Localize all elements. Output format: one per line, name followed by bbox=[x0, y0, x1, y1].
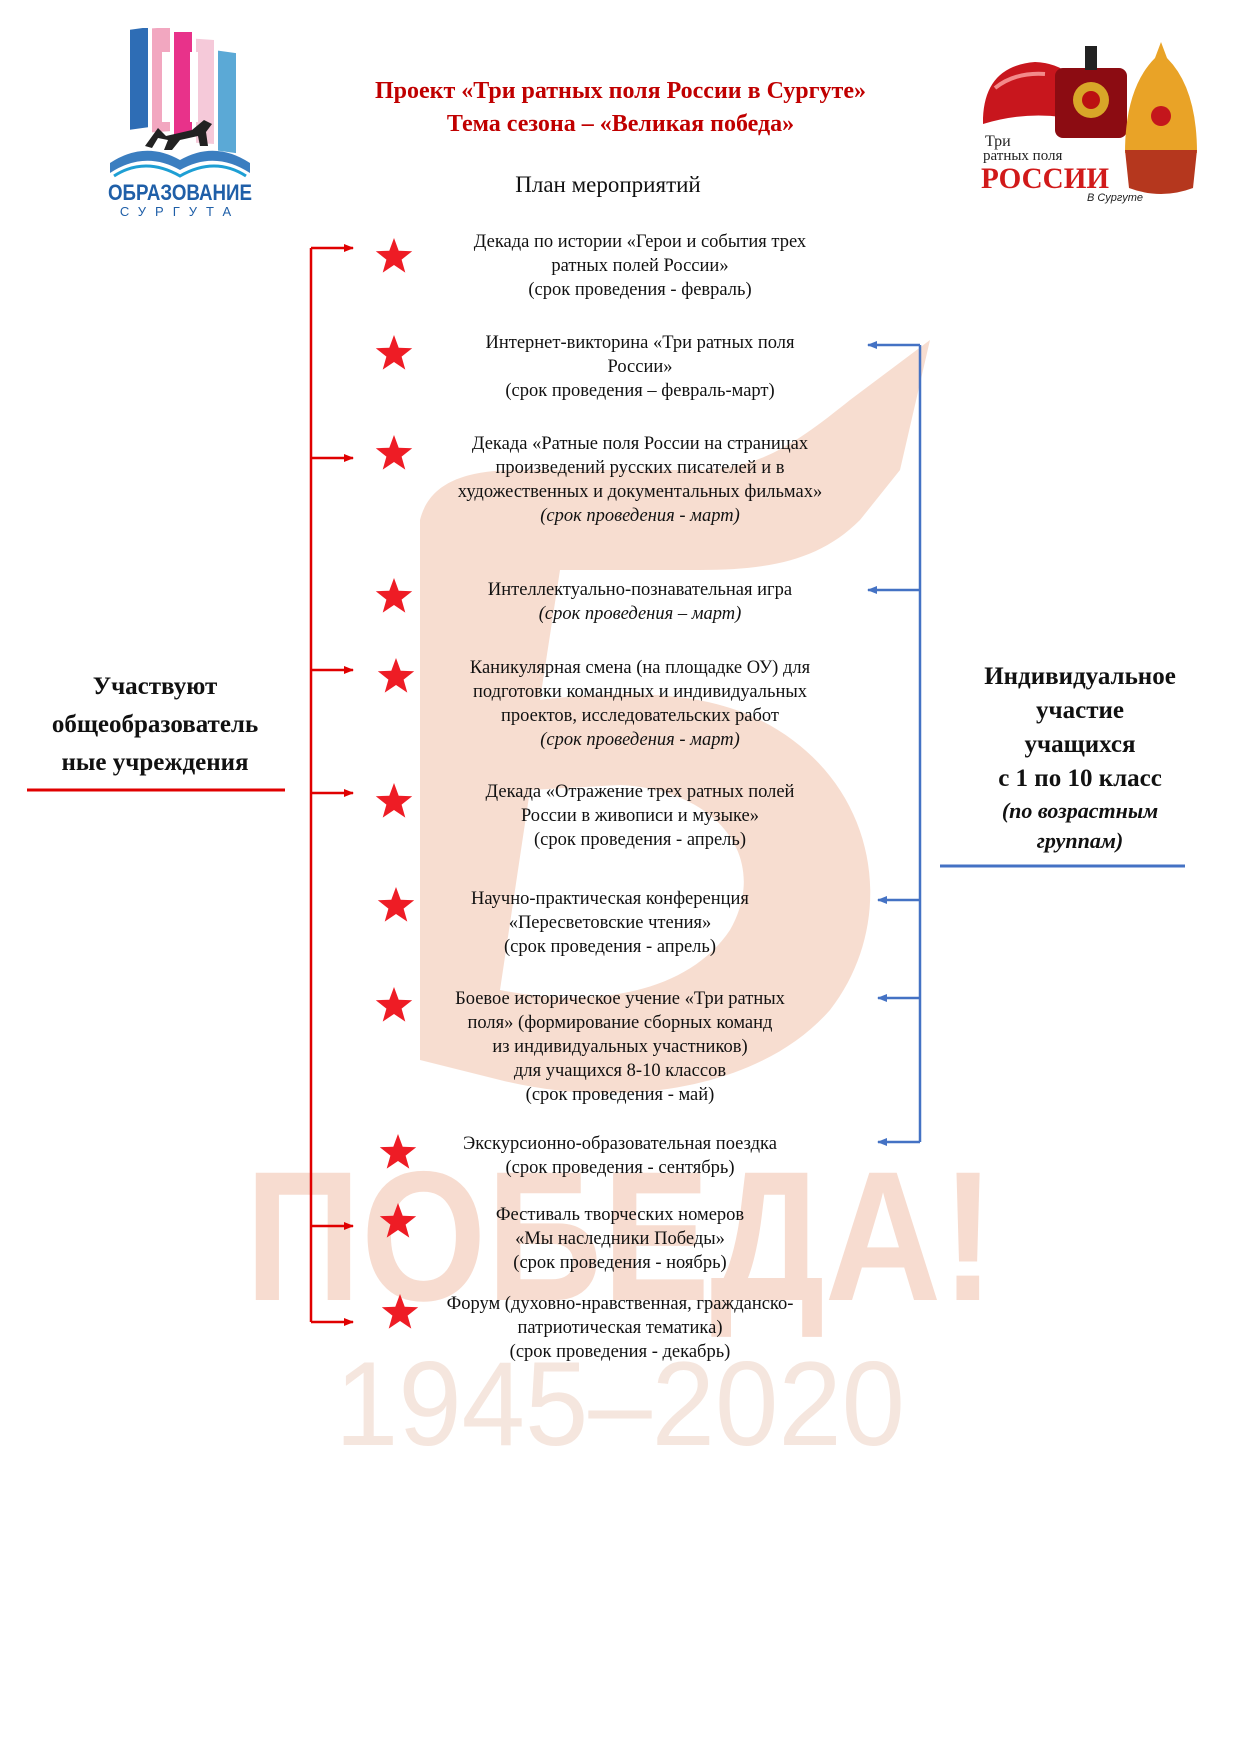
event-date: (срок проведения – февраль-март) bbox=[400, 379, 880, 403]
event-date: (срок проведения - апрель) bbox=[370, 935, 850, 959]
event-item: Фестиваль творческих номеров«Мы наследни… bbox=[380, 1203, 860, 1275]
event-date: (срок проведения - сентябрь) bbox=[380, 1156, 860, 1180]
event-text-line: «Мы наследники Победы» bbox=[380, 1227, 860, 1251]
left-label-line: общеобразователь bbox=[20, 706, 290, 744]
event-text-line: «Пересветовские чтения» bbox=[370, 911, 850, 935]
event-text-line: России» bbox=[400, 355, 880, 379]
event-text-line: поля» (формирование сборных команд bbox=[380, 1011, 860, 1035]
event-date: (срок проведения - декабрь) bbox=[380, 1340, 860, 1364]
event-text-line: Фестиваль творческих номеров bbox=[380, 1203, 860, 1227]
event-text-line: Научно-практическая конференция bbox=[370, 887, 850, 911]
event-text-line: Декада «Ратные поля России на страницах bbox=[400, 432, 880, 456]
event-text-line: патриотическая тематика) bbox=[380, 1316, 860, 1340]
event-text-line: Декада по истории «Герои и события трех bbox=[400, 230, 880, 254]
event-text-line: Интернет-викторина «Три ратных поля bbox=[400, 331, 880, 355]
event-text-line: Боевое историческое учение «Три ратных bbox=[380, 987, 860, 1011]
event-item: Научно-практическая конференция«Пересвет… bbox=[370, 887, 850, 959]
event-date: (срок проведения - февраль) bbox=[400, 278, 880, 302]
event-text-line: Каникулярная смена (на площадке ОУ) для bbox=[400, 656, 880, 680]
event-text-line: подготовки командных и индивидуальных bbox=[400, 680, 880, 704]
event-date: (срок проведения - март) bbox=[400, 728, 880, 752]
right-label-italic-line: группам) bbox=[940, 826, 1220, 856]
event-text-line: Экскурсионно-образовательная поездка bbox=[380, 1132, 860, 1156]
event-date: (срок проведения - ноябрь) bbox=[380, 1251, 860, 1275]
right-label-line: Индивидуальное bbox=[940, 660, 1220, 694]
event-item: Форум (духовно-нравственная, гражданско-… bbox=[380, 1292, 860, 1364]
right-label-line: учащихся bbox=[940, 728, 1220, 762]
event-date: (срок проведения - март) bbox=[400, 504, 880, 528]
left-label-line: Участвуют bbox=[20, 668, 290, 706]
event-item: Экскурсионно-образовательная поездка(сро… bbox=[380, 1132, 860, 1180]
event-text-line: России в живописи и музыке» bbox=[400, 804, 880, 828]
event-date: (срок проведения - апрель) bbox=[400, 828, 880, 852]
right-label-italic-line: (по возрастным bbox=[940, 796, 1220, 826]
left-connector bbox=[27, 248, 353, 1322]
individual-participation-label: Индивидуальное участие учащихся с 1 по 1… bbox=[940, 660, 1220, 856]
event-text-line: для учащихся 8-10 классов bbox=[380, 1059, 860, 1083]
right-label-line: участие bbox=[940, 694, 1220, 728]
event-date: (срок проведения – март) bbox=[400, 602, 880, 626]
event-item: Интеллектуально-познавательная игра(срок… bbox=[400, 578, 880, 626]
participants-schools-label: Участвуют общеобразователь ные учреждени… bbox=[20, 668, 290, 782]
event-text-line: из индивидуальных участников) bbox=[380, 1035, 860, 1059]
event-date: (срок проведения - май) bbox=[380, 1083, 860, 1107]
event-text-line: Форум (духовно-нравственная, гражданско- bbox=[380, 1292, 860, 1316]
event-text-line: произведений русских писателей и в bbox=[400, 456, 880, 480]
event-text-line: проектов, исследовательских работ bbox=[400, 704, 880, 728]
event-text-line: Декада «Отражение трех ратных полей bbox=[400, 780, 880, 804]
right-label-line: с 1 по 10 класс bbox=[940, 762, 1220, 796]
event-text-line: художественных и документальных фильмах» bbox=[400, 480, 880, 504]
event-text-line: Интеллектуально-познавательная игра bbox=[400, 578, 880, 602]
event-text-line: ратных полей России» bbox=[400, 254, 880, 278]
left-label-line: ные учреждения bbox=[20, 744, 290, 782]
